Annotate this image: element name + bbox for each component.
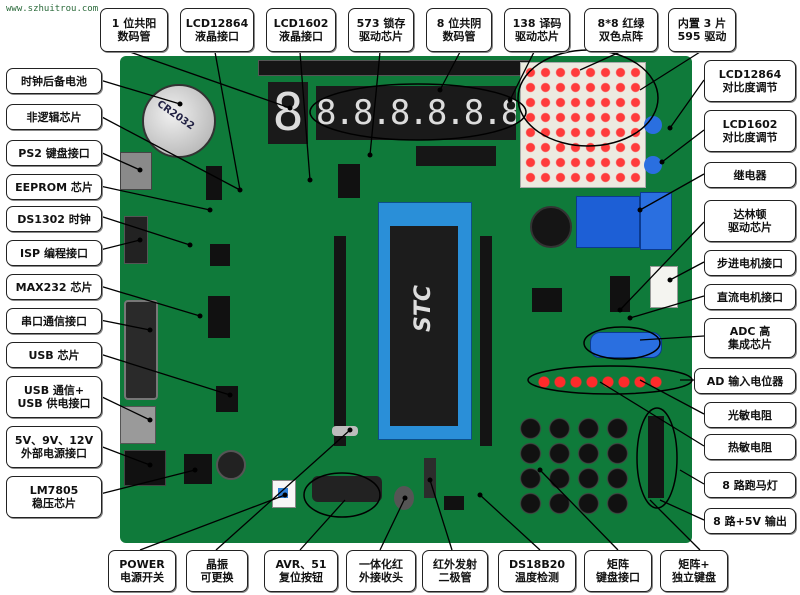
- label-key-matrix-interface: 矩阵 键盘接口: [584, 550, 652, 592]
- label-usb-chip: USB 芯片: [6, 342, 102, 368]
- latch-chip: [338, 164, 360, 198]
- lm7805-regulator: [184, 454, 212, 484]
- label-marquee-leds: 8 路跑马灯: [704, 472, 796, 498]
- ir-receiver: [394, 486, 414, 510]
- adc-chip: [532, 288, 562, 312]
- ad-potentiometers: [590, 332, 662, 358]
- label-8x8-matrix: 8*8 红绿 双色点阵: [584, 8, 658, 52]
- mcu-brand: STC: [411, 285, 436, 332]
- relay-terminal: [640, 192, 672, 250]
- ds18b20-header: [444, 496, 464, 510]
- label-ir-receiver: 一体化红 外接收头: [346, 550, 416, 592]
- label-ds1302: DS1302 时钟: [6, 206, 102, 232]
- crystal: [332, 426, 358, 436]
- label-photoresistor: 光敏电阻: [704, 402, 796, 428]
- label-dc-motor: 直流电机接口: [704, 284, 796, 310]
- label-138-decoder: 138 译码 驱动芯片: [504, 8, 570, 52]
- label-nand-chip: 非逻辑芯片: [6, 104, 102, 130]
- label-lcd12864-contrast: LCD12864 对比度调节: [704, 60, 796, 102]
- label-8digit-7seg: 8 位共阴 数码管: [426, 8, 492, 52]
- pcb-board: 8 8.8.8.8.8.8.8.8. CR2032 STC: [120, 56, 692, 543]
- label-usb-power: USB 通信+ USB 供电接口: [6, 376, 102, 418]
- label-ps2: PS2 键盘接口: [6, 140, 102, 166]
- label-lcd12864-interface: LCD12864 液晶接口: [180, 8, 254, 52]
- label-adc: ADC 高 集成芯片: [704, 318, 796, 358]
- db9-serial-port: [124, 300, 158, 400]
- label-stepper: 步进电机接口: [704, 250, 796, 276]
- label-single-7seg: 1 位共阳 数码管: [100, 8, 168, 52]
- isp-header: [124, 216, 148, 264]
- label-eeprom: EEPROM 芯片: [6, 174, 102, 200]
- nand-chip: [206, 166, 222, 200]
- usb-connector: [120, 406, 156, 444]
- label-relay: 继电器: [704, 162, 796, 188]
- power-switch-knob: [278, 488, 288, 498]
- label-ds18b20: DS18B20 温度检测: [498, 550, 576, 592]
- lcd12864-pot: [644, 116, 662, 134]
- label-darlington: 达林顿 驱动芯片: [704, 200, 796, 242]
- label-lcd1602-contrast: LCD1602 对比度调节: [704, 110, 796, 152]
- site-url: www.szhuitrou.com: [6, 4, 99, 14]
- decoder-header: [416, 146, 496, 166]
- label-573-latch: 573 锁存 驱动芯片: [348, 8, 414, 52]
- stc-mcu: [390, 226, 458, 426]
- ds1302-chip: [210, 244, 230, 266]
- ps2-connector: [120, 152, 152, 190]
- label-5v-output: 8 路+5V 输出: [704, 508, 796, 534]
- max232-chip: [208, 296, 230, 338]
- label-external-power: 5V、9V、12V 外部电源接口: [6, 426, 102, 468]
- single-seven-segment: 8: [268, 82, 308, 144]
- right-pin-header: [480, 236, 492, 446]
- dot-matrix: [520, 62, 646, 188]
- eight-digit-seven-segment: 8.8.8.8.8.8.8.8.: [316, 86, 516, 140]
- output-header: [648, 416, 664, 498]
- darlington-chip: [610, 276, 630, 312]
- label-isp: ISP 编程接口: [6, 240, 102, 266]
- label-crystal: 晶振 可更换: [186, 550, 248, 592]
- lcd1602-pot: [644, 156, 662, 174]
- label-ir-emitter: 红外发射 二极管: [422, 550, 488, 592]
- stepper-connector: [650, 266, 678, 308]
- electrolytic-capacitor: [216, 450, 246, 480]
- p0-p3-header: [334, 236, 346, 446]
- label-ad-pot: AD 输入电位器: [694, 368, 796, 394]
- label-backup-battery: 时钟后备电池: [6, 68, 102, 94]
- label-max232: MAX232 芯片: [6, 274, 102, 300]
- label-lm7805: LM7805 稳压芯片: [6, 476, 102, 518]
- label-595-driver: 内置 3 片 595 驱动: [668, 8, 736, 52]
- usb-chip: [216, 386, 238, 412]
- lcd12864-header: [258, 60, 530, 76]
- label-lcd1602-interface: LCD1602 液晶接口: [266, 8, 336, 52]
- relay: [576, 196, 640, 248]
- buzzer: [530, 206, 572, 248]
- label-thermistor: 热敏电阻: [704, 434, 796, 460]
- ir-led: [424, 458, 436, 498]
- label-key-matrix: 矩阵+ 独立键盘: [660, 550, 728, 592]
- reset-buttons: [312, 476, 382, 502]
- label-power-switch: POWER 电源开关: [108, 550, 176, 592]
- label-reset-button: AVR、51 复位按钮: [264, 550, 338, 592]
- label-serial: 串口通信接口: [6, 308, 102, 334]
- dc-power-jack: [124, 450, 166, 486]
- key-matrix: [516, 416, 634, 516]
- led-row: [536, 374, 666, 390]
